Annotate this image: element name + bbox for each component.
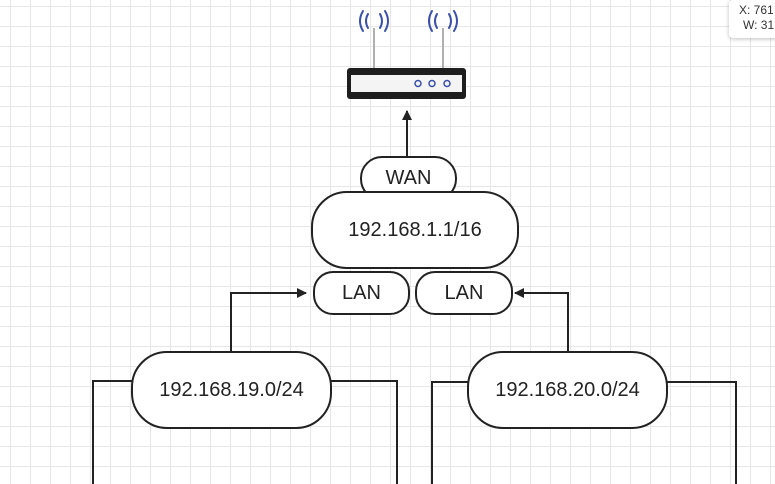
x-coordinate-label: X: 761	[739, 3, 774, 17]
router-icon[interactable]	[347, 10, 466, 99]
right-lan-connector[interactable]	[514, 288, 569, 352]
right-subnet-container[interactable]	[667, 381, 737, 484]
subnet-left-node[interactable]: 192.168.19.0/24	[131, 351, 332, 429]
width-label: W: 31	[743, 18, 775, 32]
right-subnet-container[interactable]	[431, 381, 468, 484]
wifi-signal-icon	[359, 10, 389, 32]
lan-left-port-node[interactable]: LAN	[313, 271, 410, 315]
left-subnet-container[interactable]	[92, 380, 132, 484]
left-subnet-container[interactable]	[331, 380, 398, 484]
subnet-right-node[interactable]: 192.168.20.0/24	[467, 351, 668, 429]
lan-right-port-node[interactable]: LAN	[415, 271, 513, 315]
coordinate-readout: X: 761 W: 31	[729, 0, 775, 38]
router-network-node[interactable]: 192.168.1.1/16	[311, 191, 519, 269]
left-lan-connector[interactable]	[230, 288, 307, 352]
wifi-signal-icon	[428, 10, 458, 32]
